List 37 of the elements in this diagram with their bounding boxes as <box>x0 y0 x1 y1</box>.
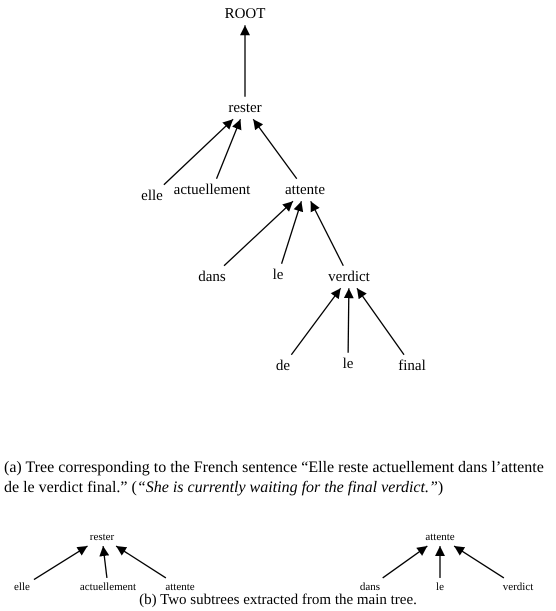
arrow <box>252 118 298 180</box>
arrow <box>240 25 250 97</box>
tree-word: le <box>270 266 286 284</box>
arrow <box>310 200 344 266</box>
tree-word: le <box>434 580 446 594</box>
tree-word: attente <box>283 180 327 200</box>
tree-word: de <box>274 356 292 376</box>
arrow <box>435 546 445 578</box>
arrow <box>356 288 405 356</box>
arrow <box>99 546 110 578</box>
tree-word: actuellement <box>172 180 252 200</box>
arrow <box>34 546 88 580</box>
arrow <box>280 201 304 264</box>
arrow <box>163 118 234 186</box>
tree-word: actuellement <box>78 580 138 594</box>
arrow <box>224 200 294 266</box>
arrow <box>216 119 242 179</box>
tree-word: attente <box>163 580 197 594</box>
tree-word: rester <box>226 98 264 118</box>
tree-word: attente <box>423 530 457 544</box>
arrow <box>290 288 342 356</box>
tree-word: dans <box>358 580 382 594</box>
arrow <box>382 546 428 578</box>
tree-word: ROOT <box>222 4 268 24</box>
tree-word: rester <box>88 530 116 544</box>
figure-caption: (a) Tree corresponding to the French sentence “Elle reste actuellement dans l’attente de le verdict final.” (“She is currently waiting for the final verdict.”) <box>4 458 545 498</box>
figure-caption: (b) Two subtrees extracted from the main tree. <box>138 592 418 609</box>
tree-word: elle <box>12 580 32 594</box>
tree-word: final <box>396 356 428 376</box>
arrow <box>454 546 504 578</box>
tree-word: verdict <box>500 580 536 594</box>
tree-word: dans <box>196 268 228 286</box>
tree-word: elle <box>139 186 165 206</box>
tree-word: verdict <box>326 268 372 286</box>
tree-word: le <box>340 354 356 374</box>
arrow <box>344 288 354 353</box>
arrow <box>116 546 166 578</box>
